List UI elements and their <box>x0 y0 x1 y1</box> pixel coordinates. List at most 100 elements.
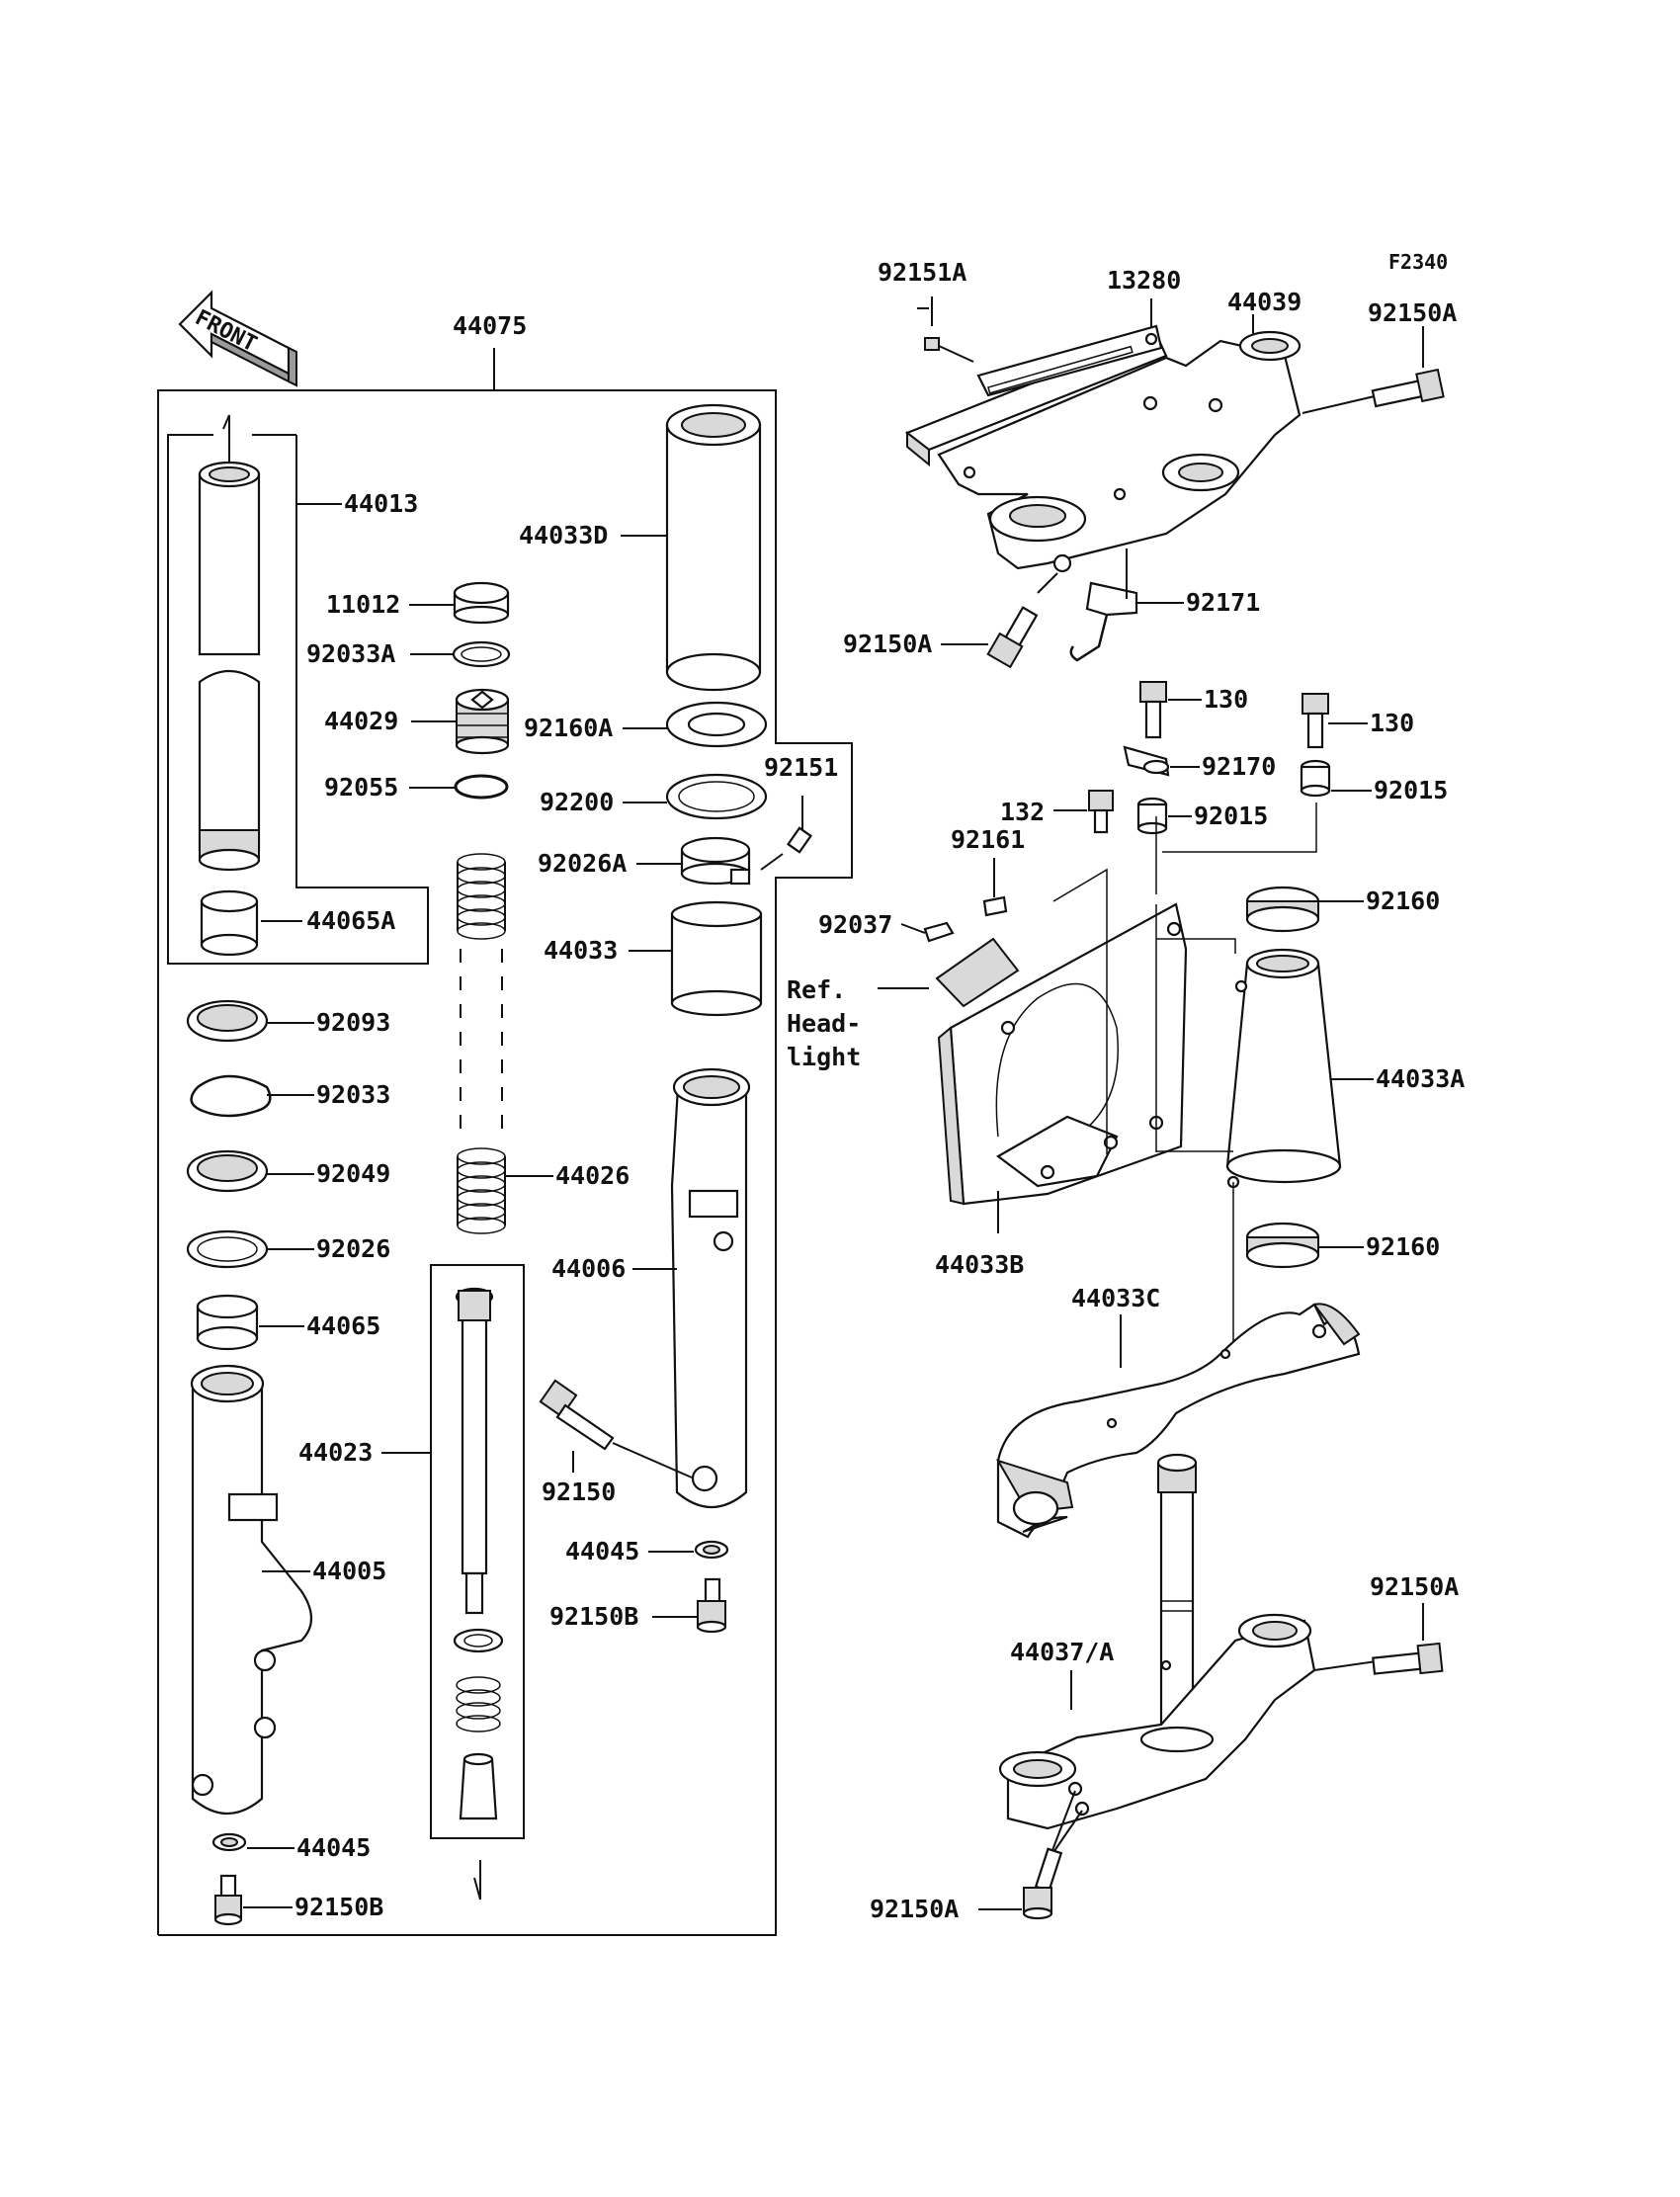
seal-92160-top: 92160 <box>1245 886 1440 933</box>
circlip-92033: 92033 <box>190 1074 390 1118</box>
label-92160-bottom: 92160 <box>1366 1232 1440 1261</box>
label-44033: 44033 <box>544 936 618 965</box>
label-92150b-left: 92150B <box>294 1893 383 1921</box>
washer-92200: 92200 <box>540 773 768 820</box>
lower-bracket-44037a: 44037/A <box>998 1453 1385 1830</box>
washer-44045-right: 44045 <box>565 1537 729 1565</box>
label-92150: 92150 <box>542 1478 616 1506</box>
label-44045-left: 44045 <box>296 1833 371 1862</box>
seal-92049: 92049 <box>186 1149 390 1193</box>
label-92093: 92093 <box>316 1008 390 1037</box>
bushing-44065: 44065 <box>196 1294 380 1351</box>
circlip-92033a: 92033A <box>306 639 511 668</box>
label-92161: 92161 <box>951 825 1025 854</box>
bushing-44065a: 44065A <box>200 889 395 957</box>
label-92171: 92171 <box>1186 588 1260 617</box>
label-44033b: 44033B <box>935 1250 1024 1279</box>
bolt-132: 132 <box>1000 790 1114 834</box>
label-44065: 44065 <box>306 1311 380 1340</box>
clip-92170: 92170 <box>1123 745 1276 781</box>
label-92151a: 92151A <box>878 258 966 287</box>
lower-cover-44033c: 44033C <box>995 1284 1361 1539</box>
washer-44045-left: 44045 <box>211 1832 371 1862</box>
washer-92160a: 92160A <box>524 701 768 748</box>
label-92150a-lower-left: 92150A <box>870 1895 959 1923</box>
bolt-130-left: 130 <box>1139 681 1248 739</box>
bolt-92150a-lower-right: 92150A <box>1370 1572 1459 1675</box>
label-92160a: 92160A <box>524 714 613 742</box>
cap-11012: 11012 <box>326 581 510 625</box>
seal-92160-bottom: 92160 <box>1245 1222 1440 1269</box>
fork-assembly-frame: 44075 <box>157 311 853 1936</box>
label-44026: 44026 <box>555 1161 630 1190</box>
label-44045-right: 44045 <box>565 1537 639 1565</box>
label-44033a: 44033A <box>1376 1064 1465 1093</box>
label-92015-left: 92015 <box>1194 802 1268 830</box>
label-130-right: 130 <box>1370 709 1414 737</box>
bolt-92150a-bracket: 92150A <box>843 572 1058 669</box>
label-92033a: 92033A <box>306 639 395 668</box>
o-ring-92055: 92055 <box>324 773 509 802</box>
label-44033c: 44033C <box>1071 1284 1160 1312</box>
fork-spring-44026: 44026 <box>457 853 630 1234</box>
figure-code: F2340 <box>1388 250 1448 274</box>
bolt-92150b-right: 92150B <box>549 1577 727 1634</box>
screw-92151a: 92151A <box>878 258 974 363</box>
label-13280: 13280 <box>1107 266 1181 295</box>
label-11012: 11012 <box>326 590 400 619</box>
bolt-130-right: 130 <box>1302 693 1414 749</box>
screw-92151: 92151 <box>760 753 838 871</box>
label-92026a: 92026A <box>538 849 627 878</box>
label-92170: 92170 <box>1202 752 1276 781</box>
outer-tube-44005: 44005 <box>190 1364 386 1816</box>
label-92033: 92033 <box>316 1080 390 1109</box>
oil-seal-92093: 92093 <box>186 999 390 1043</box>
ref-note-line-2: Head- <box>787 1009 861 1038</box>
label-44075: 44075 <box>453 311 527 340</box>
bolt-92150a-upper: 92150A <box>1368 298 1457 408</box>
label-92150a-bracket: 92150A <box>843 630 932 658</box>
outer-tube-44006: 44006 <box>551 1067 751 1509</box>
ref-note-line-1: Ref. <box>787 975 846 1004</box>
label-92055: 92055 <box>324 773 398 802</box>
label-132: 132 <box>1000 798 1045 826</box>
cover-cone-44033a: 44033A <box>1156 938 1465 1342</box>
label-92150a-upper: 92150A <box>1368 298 1457 327</box>
label-44029: 44029 <box>324 707 398 735</box>
label-92026: 92026 <box>316 1234 390 1263</box>
label-44023: 44023 <box>298 1438 373 1467</box>
label-92200: 92200 <box>540 788 614 816</box>
label-92151: 92151 <box>764 753 838 782</box>
label-44037a: 44037/A <box>1010 1638 1114 1666</box>
label-92049: 92049 <box>316 1159 390 1188</box>
cylinder-sub-box: 44023 <box>298 1264 525 1901</box>
plug-44029: 44029 <box>324 688 510 755</box>
front-direction-arrow-icon: FRONT <box>178 290 297 387</box>
inner-tube-sub-box: 44013 <box>167 434 429 965</box>
label-44006: 44006 <box>551 1254 626 1283</box>
washer-92026: 92026 <box>186 1229 390 1269</box>
clamp-92026a: 92026A <box>538 836 751 886</box>
label-44039: 44039 <box>1227 288 1302 316</box>
collar-92015-right: 92015 <box>1300 759 1448 804</box>
collar-92015-left: 92015 <box>1136 797 1268 835</box>
label-92015-right: 92015 <box>1374 776 1448 804</box>
label-92160-top: 92160 <box>1366 887 1440 915</box>
ref-note-line-3: light <box>787 1043 861 1071</box>
fork-cover-44033d: 44033D <box>519 403 762 692</box>
guide-44033: 44033 <box>544 900 763 1017</box>
bracket-92171: 92171 <box>1069 549 1260 662</box>
label-44013: 44013 <box>344 489 418 518</box>
bolt-92150b-left: 92150B <box>213 1874 383 1926</box>
grommet-92161: 92161 <box>951 825 1025 917</box>
cover-13280: 13280 <box>963 266 1181 479</box>
ref-headlight-note: Ref. Head- light <box>787 975 929 1071</box>
inner-tube-part <box>198 414 261 872</box>
label-92150b-right: 92150B <box>549 1602 638 1631</box>
bolt-92150: 92150 <box>539 1379 693 1506</box>
label-92037: 92037 <box>818 910 892 939</box>
label-44005: 44005 <box>312 1557 386 1585</box>
bolt-92150a-lower-left: 92150A <box>870 1790 1083 1923</box>
headlight-bracket-44033b: 44033B <box>935 803 1317 1279</box>
